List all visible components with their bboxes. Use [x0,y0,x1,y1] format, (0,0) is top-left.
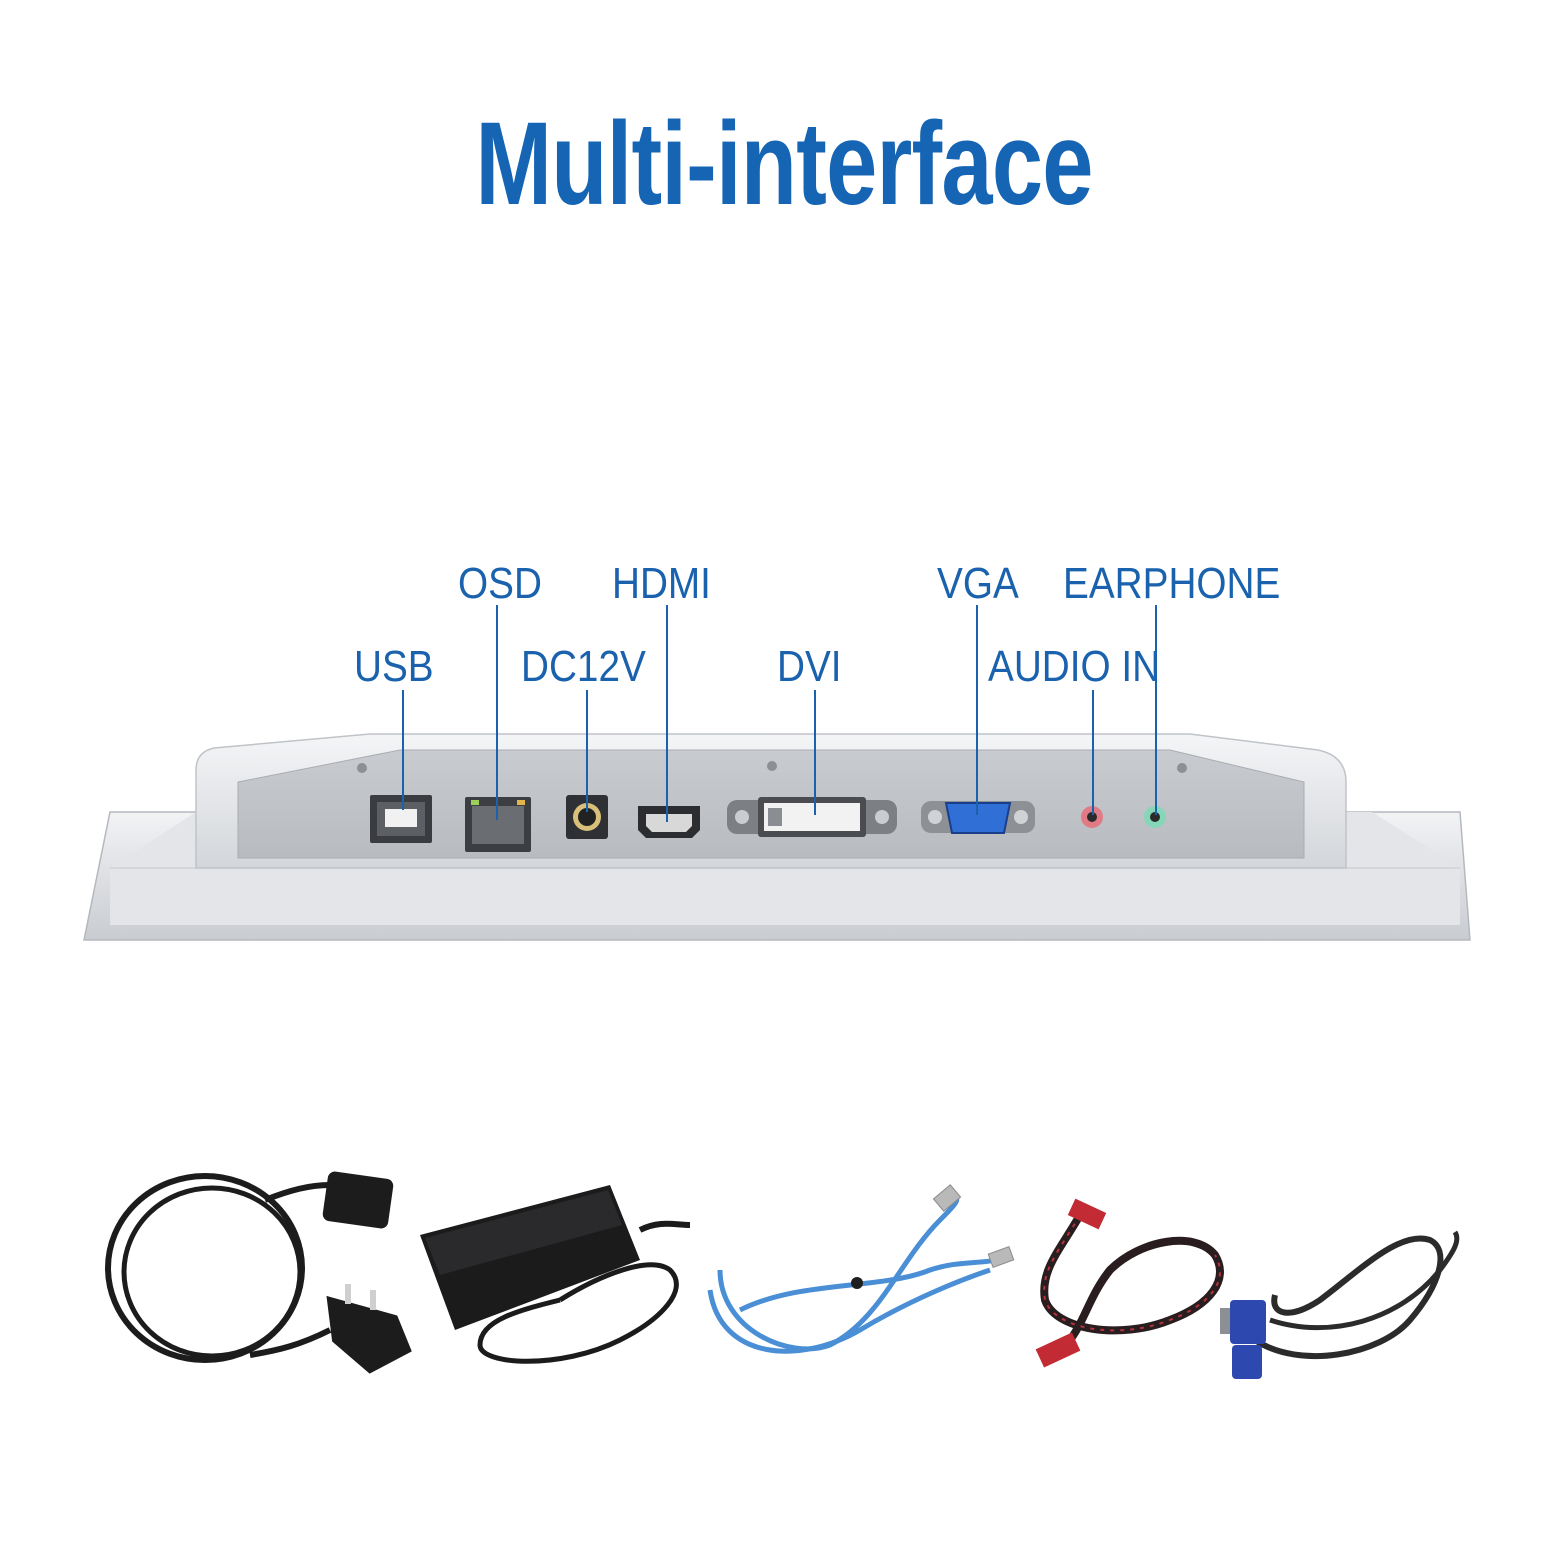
power-cord-icon [105,1171,412,1374]
earphone-jack-icon [1144,806,1166,828]
usb-cable-icon [707,1184,1015,1354]
label-hdmi: HDMI [612,559,711,608]
usb-b-port-icon [370,795,432,843]
label-vga: VGA [937,559,1019,608]
label-usb: USB [354,642,434,691]
power-adapter-icon [420,1185,691,1364]
hdmi-cable-icon [1035,1198,1224,1368]
audio-in-jack-icon [1081,806,1103,828]
leader-lines [402,605,1157,822]
label-audio-in: AUDIO IN [988,642,1161,691]
label-osd: OSD [458,559,542,608]
label-dvi: DVI [777,642,842,691]
label-earphone: EARPHONE [1063,559,1281,608]
dc-jack-icon [566,795,608,839]
vga-cable-icon [1220,1230,1460,1379]
page-title: Multi-interface [475,98,1093,230]
hdmi-port-icon [638,806,700,838]
vga-port-icon [921,801,1035,834]
dvi-port-icon [727,797,897,837]
label-dc12v: DC12V [521,642,646,691]
rj45-osd-port-icon [465,797,531,852]
